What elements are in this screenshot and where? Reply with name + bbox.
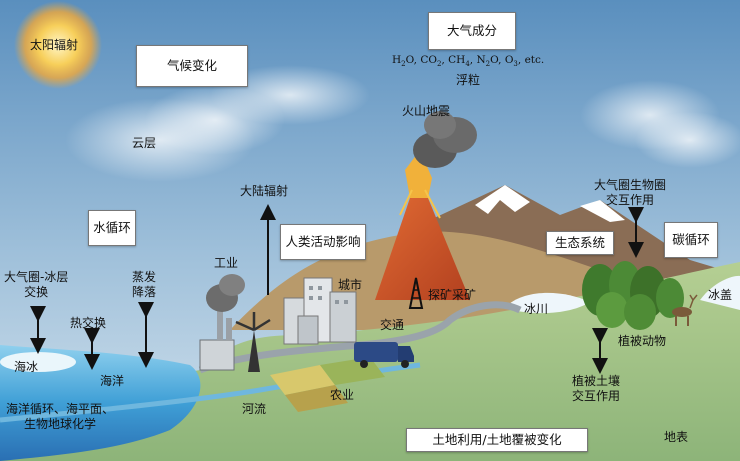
atmosphere-composition-label: 大气成分 <box>446 23 497 38</box>
ocean-cycle-label: 海洋循环、海平面、 生物地球化学 <box>6 402 115 431</box>
evaporation-label: 蒸发 降落 <box>132 270 157 299</box>
gas-formulas: H2O, CO2, CH4, N2O, O3, etc. <box>392 54 545 69</box>
climate-change-box: 气候变化 <box>136 45 248 87</box>
water-cycle-label: 水循环 <box>93 220 131 235</box>
clouds-label: 云层 <box>132 136 157 150</box>
sun <box>14 1 102 89</box>
human-impact-label: 人类活动影响 <box>285 234 361 249</box>
deer <box>672 294 698 326</box>
cloud-cluster <box>65 65 740 182</box>
ecosystem-box: 生态系统 <box>546 231 614 255</box>
atmosphere-composition-box: 大气成分 <box>428 12 516 50</box>
water-cycle-box: 水循环 <box>88 210 136 246</box>
farmland <box>270 357 385 412</box>
truck <box>354 342 414 368</box>
windmill <box>235 312 271 372</box>
sea-ice-shape <box>0 352 76 372</box>
atmo-biosphere-label: 大气圈生物圈 交互作用 <box>594 178 667 207</box>
continental-radiation-label: 大陆辐射 <box>240 184 289 198</box>
heat-exchange-label: 热交换 <box>70 316 107 330</box>
volcano-earthquake-label: 火山地震 <box>402 104 451 118</box>
atmo-cryo-label: 大气圈-冰层 交换 <box>4 270 69 299</box>
road <box>198 301 522 374</box>
carbon-cycle-label: 碳循环 <box>672 232 710 247</box>
ice-cap-shape <box>700 275 740 310</box>
sea-ice-label: 海冰 <box>14 360 39 374</box>
ice-cap-label: 冰盖 <box>708 288 733 302</box>
industry-label: 工业 <box>214 256 239 270</box>
mining-label: 探矿采矿 <box>428 288 477 302</box>
interaction-arrows <box>30 204 644 374</box>
transport-label: 交通 <box>380 318 405 332</box>
land-use-label: 土地利用/土地覆被变化 <box>432 432 562 447</box>
mining-rig-icon <box>408 277 424 309</box>
volcano-smoke <box>413 111 477 168</box>
land-use-box: 土地利用/土地覆被变化 <box>406 428 588 452</box>
city-label: 城市 <box>338 278 363 292</box>
human-impact-box: 人类活动影响 <box>280 224 366 260</box>
veg-soil-label: 植被土壤 交互作用 <box>572 374 621 403</box>
agriculture-label: 农业 <box>330 388 355 402</box>
carbon-cycle-box: 碳循环 <box>664 222 718 258</box>
glacier-label: 冰川 <box>524 302 549 316</box>
glacier-shape <box>505 292 590 314</box>
volcano <box>375 198 470 300</box>
factory <box>199 274 245 371</box>
city-buildings <box>283 277 357 345</box>
ocean-label: 海洋 <box>100 374 125 388</box>
land-surface-label: 地表 <box>664 430 689 444</box>
solar-radiation-label: 太阳辐射 <box>30 38 79 52</box>
vegetation-animals-label: 植被动物 <box>618 334 667 348</box>
ocean-water <box>0 345 201 461</box>
climate-change-label: 气候变化 <box>166 58 217 73</box>
river-label: 河流 <box>242 402 267 416</box>
ecosystem-label: 生态系统 <box>554 235 605 250</box>
aerosols-label: 浮粒 <box>456 73 481 87</box>
